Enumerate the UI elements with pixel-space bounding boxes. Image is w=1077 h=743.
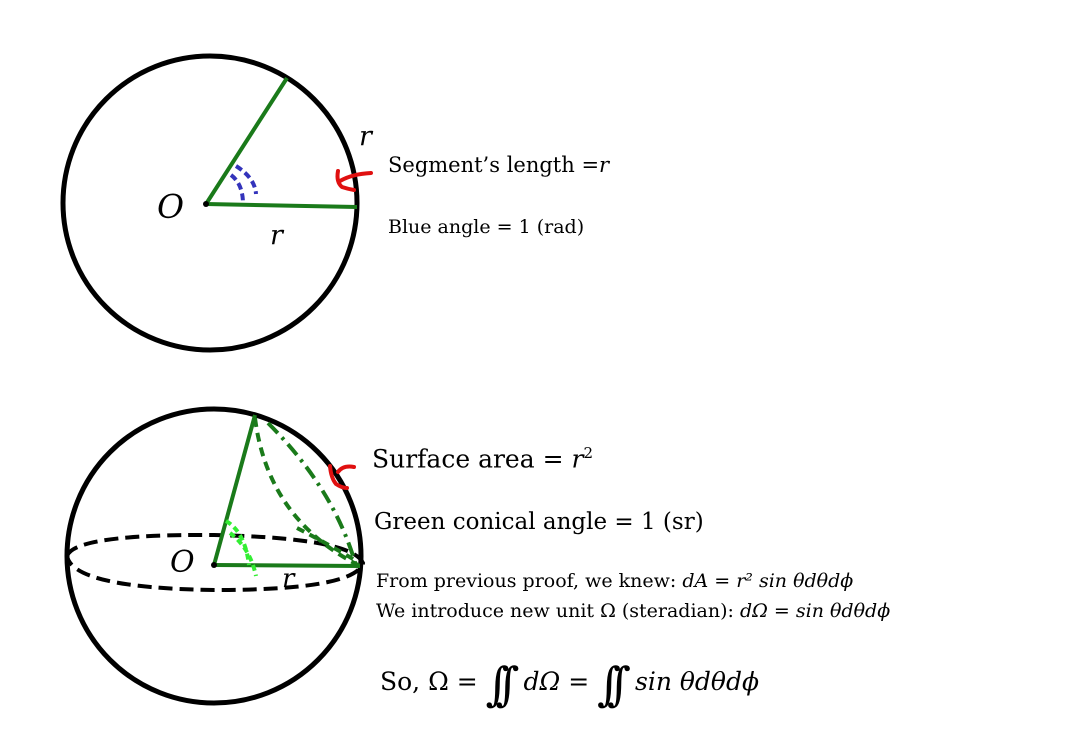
top-pointer-arrow [335,169,373,192]
blue-angle-arc-outer [234,164,258,195]
double-integral-sign: ∫∫ [485,657,520,711]
green-angle-arc-2 [228,531,258,577]
sphere-outline [64,406,364,706]
cone-edge-dashed-1 [253,417,361,568]
green-angle-arc-1 [224,519,251,566]
cone-base-arc-dashed [296,526,360,564]
top-center-label: O [157,187,185,226]
cone-edge-dashed-2 [266,421,358,567]
bottom-pointer-arrow [328,464,356,490]
segment-length-text: Segment’s length =r [388,153,610,177]
sphere-center-label: O [170,545,195,580]
cone-radius-slanted [212,414,257,566]
top-radius-slanted [204,76,289,206]
solid-angle-integral: So, Ω = ∫∫ dΩ = ∫∫ sin θdθdϕ [380,657,760,711]
blue-angle-text: Blue angle = 1 (rad) [388,216,585,238]
steradian-intro-text: We introduce new unit Ω (steradian): dΩ … [376,600,891,622]
cone-radius-horizontal [213,563,361,568]
previous-proof-text: From previous proof, we knew: dA = r² si… [376,570,854,592]
sphere-center-dot [211,562,217,568]
top-line-radius-label: r [270,220,283,251]
green-angle-text: Green conical angle = 1 (sr) [374,509,704,535]
top-circle [60,53,360,353]
top-radius-horizontal [205,202,358,209]
sphere-equator [64,532,366,593]
top-arc-radius-label: r [359,121,372,152]
surface-area-text: Surface area = r2 [372,444,593,474]
top-center-dot [203,201,209,207]
sphere-radius-label: r [282,564,295,594]
blue-angle-arc-inner [229,173,245,205]
double-integral-sign-2: ∫∫ [597,657,631,711]
